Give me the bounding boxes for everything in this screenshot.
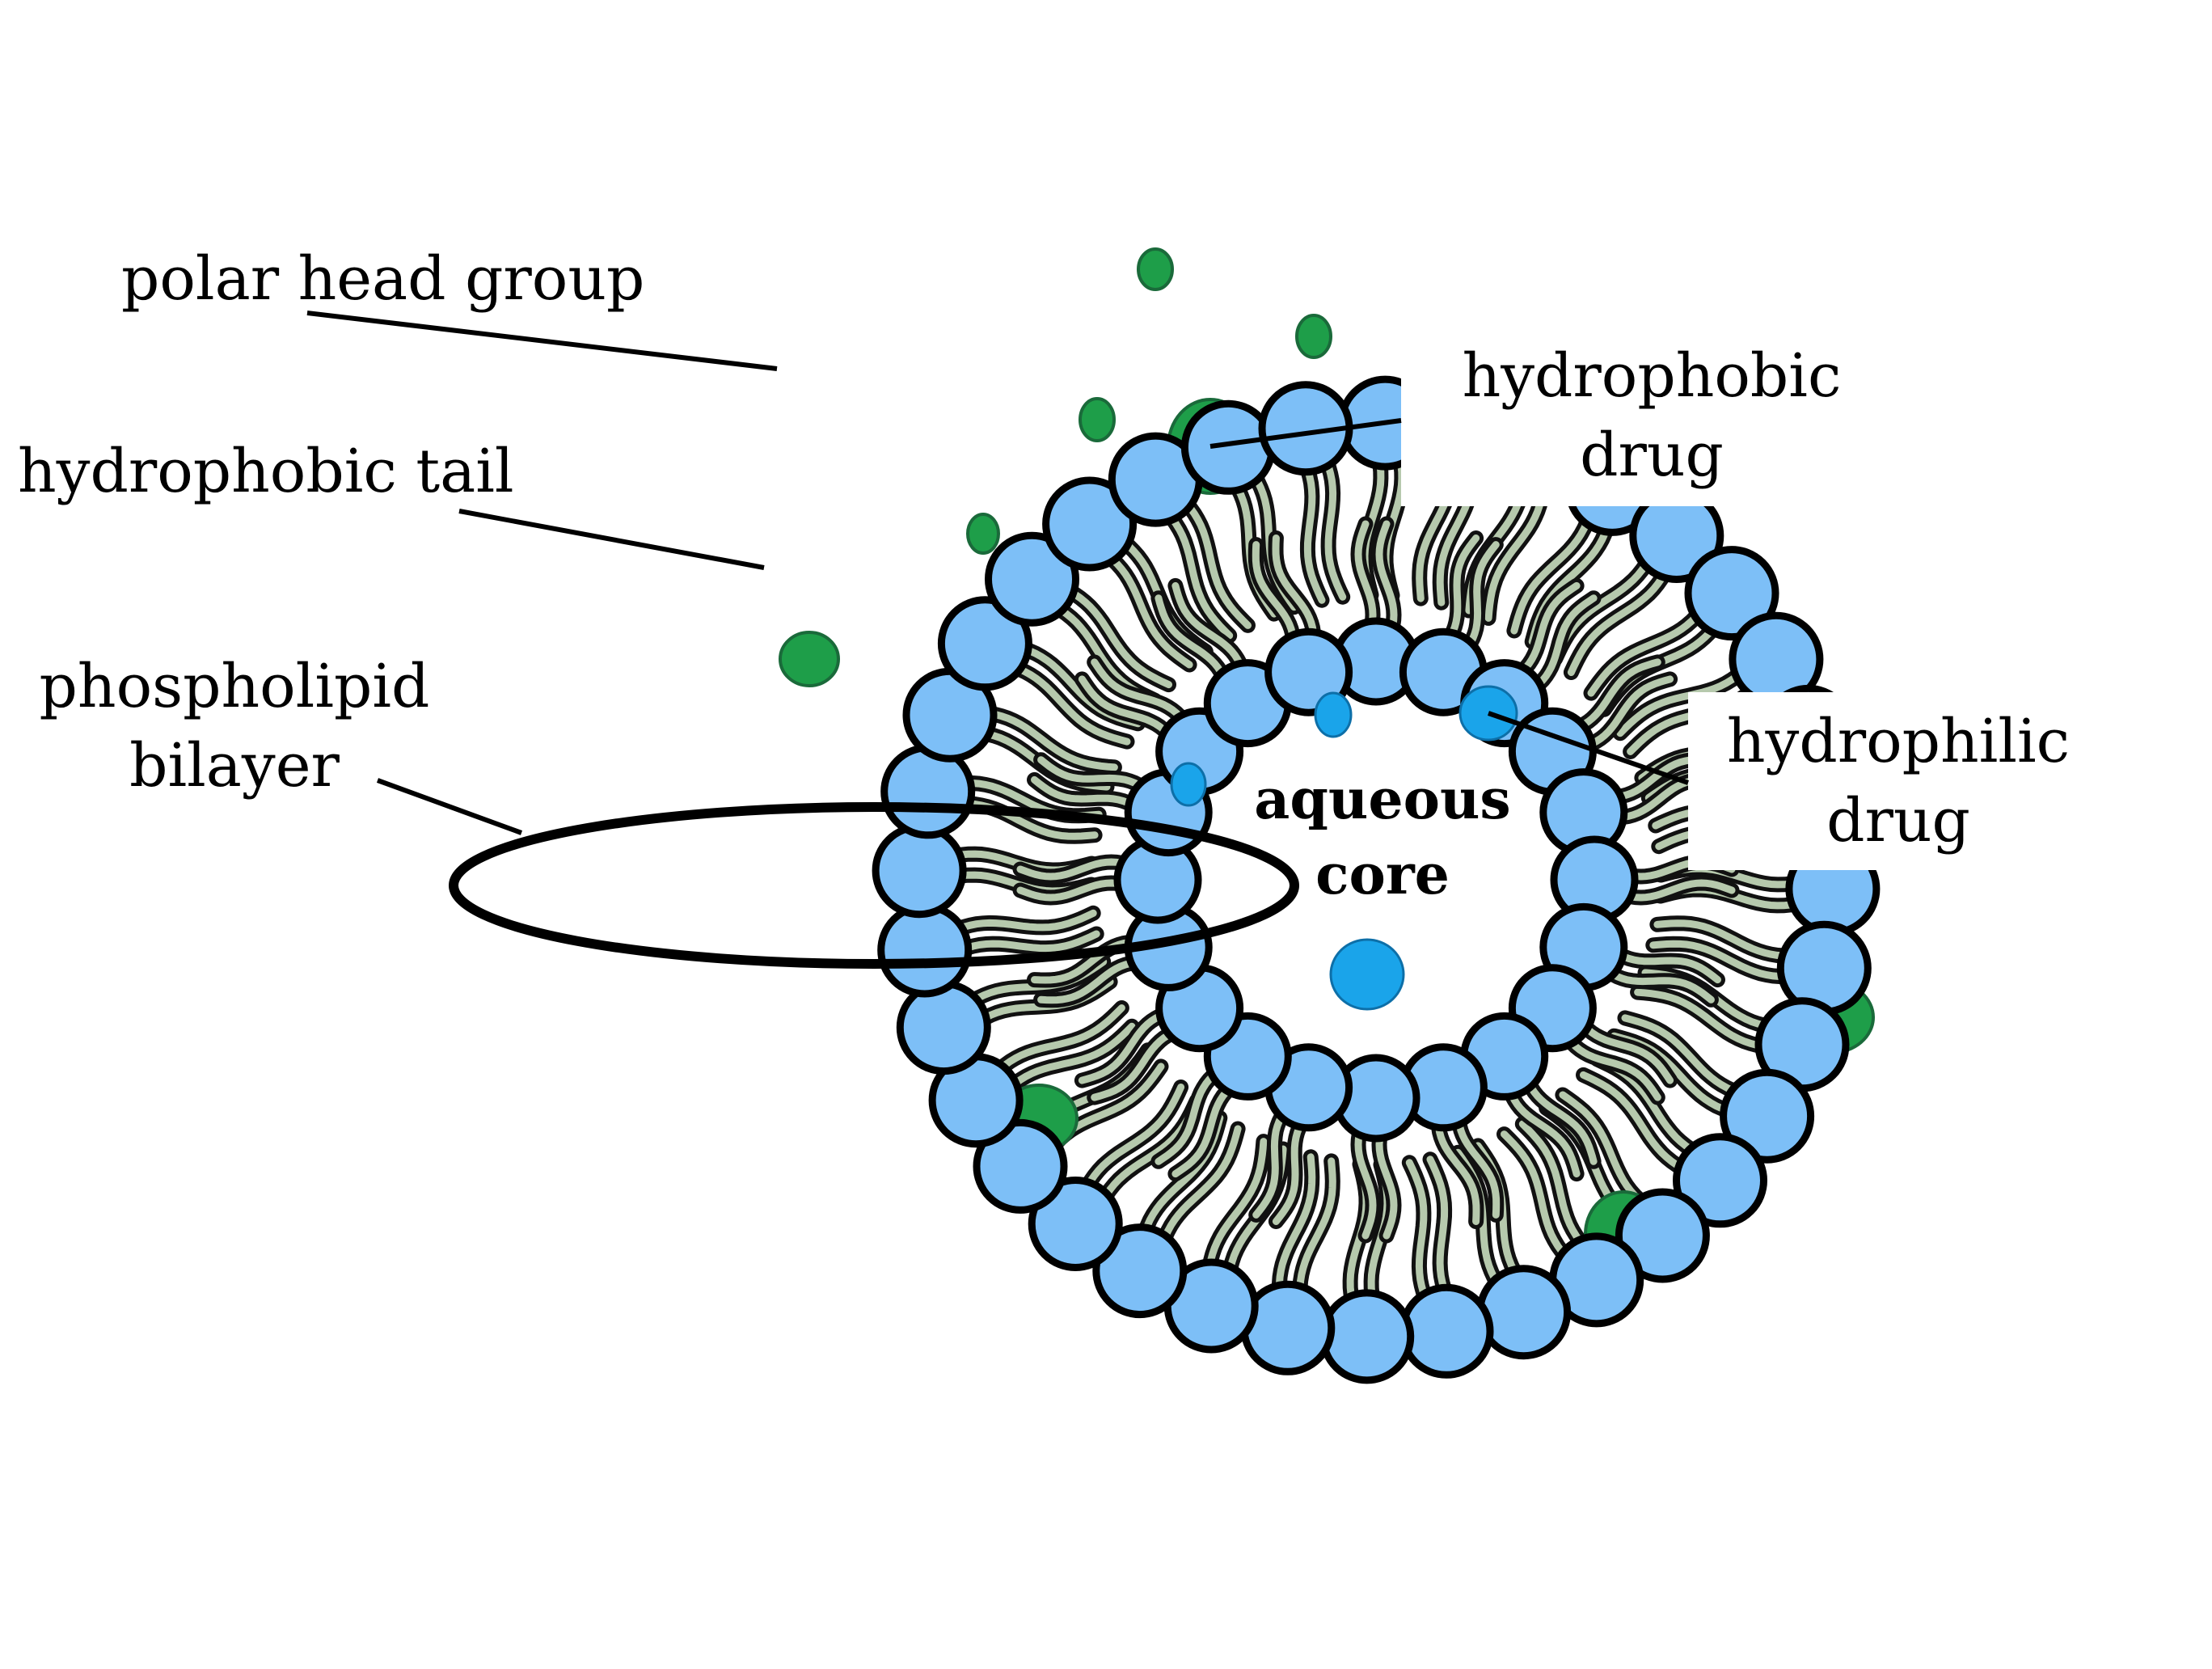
outer-polar-head	[1615, 1188, 1710, 1283]
outer-polar-head	[1319, 1289, 1415, 1384]
polar-head-leader-line	[306, 311, 778, 371]
bilayer-highlight-ring	[449, 802, 1299, 969]
hydrophobic-drug-label-line2: drug	[1580, 420, 1724, 490]
outer-polar-head	[1180, 399, 1276, 495]
outer-polar-head	[973, 1118, 1068, 1214]
aqueous-core-label-line1: aqueous	[1254, 767, 1510, 832]
hydrophilic-drug-molecules	[1170, 685, 1518, 1011]
hydrophilic-drug-label-box	[1688, 692, 2112, 870]
outer-polar-head	[896, 980, 991, 1075]
outer-polar-head	[1028, 1177, 1123, 1271]
outer-polar-head	[1042, 476, 1138, 572]
hydrophobic-drug	[779, 631, 840, 687]
hydrophilic-drug-label-line2: drug	[1826, 786, 1970, 856]
hydrophilic-drug-leader-line	[1488, 711, 1689, 785]
outer-polar-head	[877, 902, 973, 998]
hydrophilic-drug	[1170, 762, 1207, 807]
hydrophobic-drug-label-box	[1401, 323, 1909, 506]
hydrophobic-tail-leader-line	[458, 509, 765, 570]
hydrophobic-tail-label: hydrophobic tail	[18, 437, 514, 506]
hydrophobic-drug	[966, 513, 1000, 555]
outer-polar-head	[1673, 1133, 1767, 1228]
outer-polar-head	[1092, 1223, 1188, 1319]
bilayer-label: bilayer	[129, 731, 340, 801]
hydrophobic-drug-label-line1: hydrophobic	[1463, 341, 1842, 411]
outer-polar-head	[1720, 1068, 1815, 1164]
phospholipid-label: phospholipid	[40, 652, 430, 721]
outer-polar-head	[872, 823, 967, 919]
hydrophobic-drug	[1079, 397, 1116, 442]
inner-leaflet-tails	[1012, 516, 1740, 1244]
outer-polar-head	[1684, 546, 1779, 641]
polar-head-group-label: polar head group	[121, 244, 644, 314]
hydrophilic-drug	[1314, 691, 1353, 738]
hydrophobic-drug-leader-line	[1209, 418, 1402, 449]
hydrophobic-drug	[1295, 314, 1332, 359]
aqueous-core-label-line2: core	[1315, 843, 1450, 907]
outer-polar-head	[1476, 1265, 1572, 1360]
outer-polar-head	[937, 596, 1032, 691]
hydrophobic-drug	[1137, 247, 1174, 291]
outer-polar-head	[1399, 1283, 1494, 1379]
bilayer-leader-line	[376, 778, 523, 835]
outer-polar-head	[985, 531, 1079, 627]
hydrophilic-drug	[1329, 938, 1405, 1011]
inner-leaflet-heads	[1113, 617, 1639, 1143]
hydrophilic-drug-label-line1: hydrophilic	[1727, 707, 2070, 776]
